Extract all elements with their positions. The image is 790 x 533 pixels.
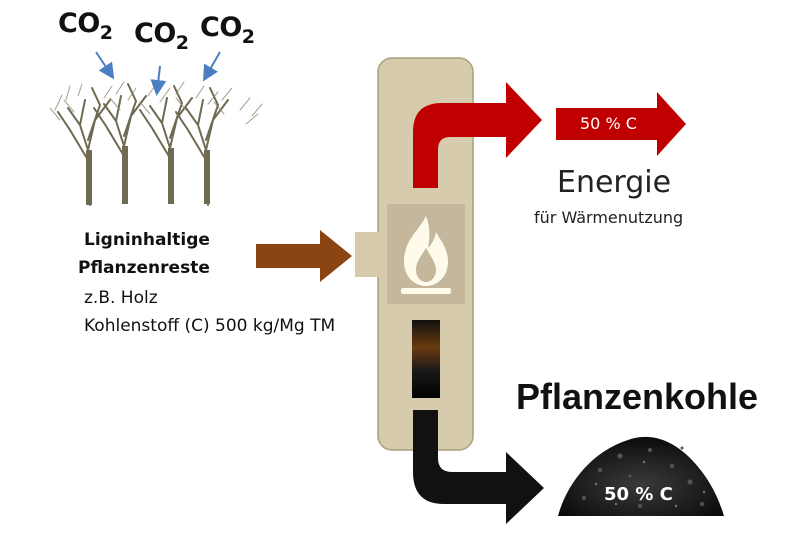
energy-carbon-badge: 50 % C (580, 114, 637, 133)
energy-title: Energie (557, 165, 672, 200)
co2-label: CO2 (58, 8, 113, 44)
char-chamber (412, 320, 440, 398)
input-carbon-content: Kohlenstoff (C) 500 kg/Mg TM (84, 316, 336, 336)
tree-panel (10, 80, 290, 230)
biochar-title-panel (500, 362, 790, 428)
biomass-input-arrow (256, 230, 352, 282)
co2-label: CO2 (200, 12, 255, 48)
biochar-output-arrow (413, 410, 544, 524)
co2-label: CO2 (134, 18, 189, 54)
input-title-line1: Ligninhaltige (84, 230, 210, 250)
energy-badge-arrow (556, 92, 686, 156)
heat-arrow (413, 82, 542, 188)
charcoal-pile-icon (558, 436, 724, 516)
tree-icon (49, 81, 263, 206)
flame-icon (401, 216, 451, 294)
input-title-line2: Pflanzenreste (78, 258, 210, 278)
biochar-carbon-percent: 50 % C (604, 484, 673, 505)
input-example: z.B. Holz (84, 288, 158, 308)
co2-uptake-arrows (95, 51, 221, 96)
input-port (355, 232, 380, 277)
energy-subtitle: für Wärmenutzung (534, 208, 684, 227)
biochar-title: Pflanzenkohle (516, 376, 759, 417)
